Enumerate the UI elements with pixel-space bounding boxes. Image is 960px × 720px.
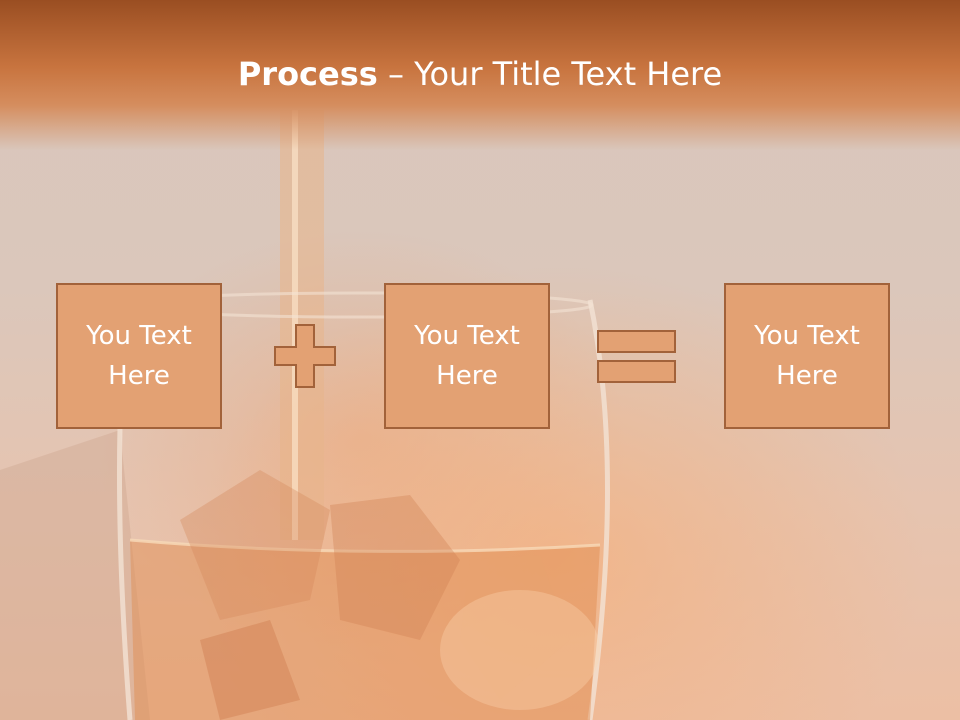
title-rest: – Your Title Text Here	[377, 55, 723, 93]
process-box-3[interactable]: You Text Here	[724, 283, 890, 429]
title-bold: Process	[237, 55, 378, 93]
process-box-2[interactable]: You Text Here	[384, 283, 550, 429]
equals-icon	[597, 330, 676, 383]
process-box-1-label: You Text Here	[86, 321, 192, 391]
process-box-2-label: You Text Here	[414, 321, 520, 391]
title-bar	[0, 0, 960, 150]
process-box-3-label: You Text Here	[754, 321, 860, 391]
slide-title: Process – Your Title Text Here	[0, 52, 960, 96]
process-box-1[interactable]: You Text Here	[56, 283, 222, 429]
plus-icon	[274, 324, 336, 388]
